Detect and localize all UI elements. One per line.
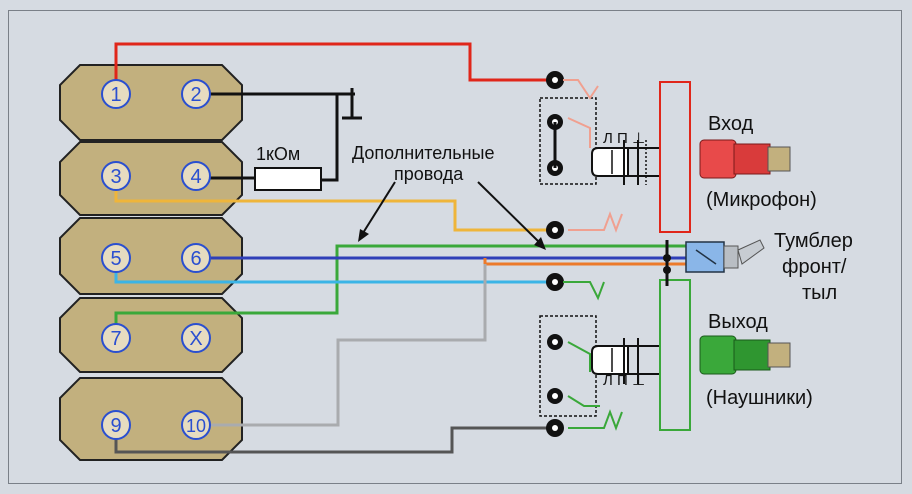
bottom-jack-pins: Л П ⊥ [603, 372, 645, 389]
wire-black-resistor [322, 94, 339, 182]
diagram-frame [8, 10, 902, 484]
wire-green [114, 244, 670, 338]
pin-4-label: 4 [190, 166, 201, 188]
switch-label-1: Тумблер [774, 230, 853, 252]
top-jack [539, 79, 661, 233]
arrow-extra-2 [477, 181, 541, 244]
pin-3-label: 3 [110, 166, 121, 188]
connector-block-5 [59, 377, 243, 461]
pin-9-label: 9 [110, 415, 121, 437]
arrow-extra-1 [362, 181, 396, 234]
switch-label-3: тыл [802, 282, 837, 304]
pin-6-label: 6 [190, 248, 201, 270]
connector-block-1 [59, 64, 243, 141]
wire-dark-gray [114, 425, 555, 454]
extra-wires-label-1: Дополнительные [352, 143, 495, 163]
resistor-body [254, 167, 322, 191]
pin-5-label: 5 [110, 248, 121, 270]
wire-yellow [114, 176, 555, 232]
toggle-switch [685, 239, 765, 273]
input-title: Вход [708, 113, 754, 135]
pin-circles [101, 79, 211, 440]
input-subtitle: (Микрофон) [706, 189, 817, 211]
pin-1-label: 1 [110, 84, 121, 106]
jack-terminals [546, 71, 564, 437]
switch-label-2: фронт/ [782, 256, 847, 278]
pin-7-label: 7 [110, 328, 121, 350]
input-panel [659, 81, 691, 233]
output-panel [659, 279, 691, 431]
input-rca-plug [699, 139, 791, 179]
pin-10-label: 10 [186, 416, 206, 436]
pin-x-label: X [189, 328, 202, 350]
extra-wires-label-2: провода [394, 164, 464, 184]
output-rca-plug [699, 335, 791, 375]
output-subtitle: (Наушники) [706, 387, 813, 409]
connector-block-4 [59, 297, 243, 373]
top-jack-pins: Л П ⊥ [603, 130, 645, 147]
connector-block-2 [59, 141, 243, 216]
resistor-label: 1кОм [256, 144, 300, 164]
wire-gray [196, 264, 487, 427]
bottom-jack [539, 281, 661, 431]
output-title: Выход [708, 311, 768, 333]
connector-block-3 [59, 217, 243, 295]
wire-red [114, 42, 555, 94]
pin-2-label: 2 [190, 84, 201, 106]
